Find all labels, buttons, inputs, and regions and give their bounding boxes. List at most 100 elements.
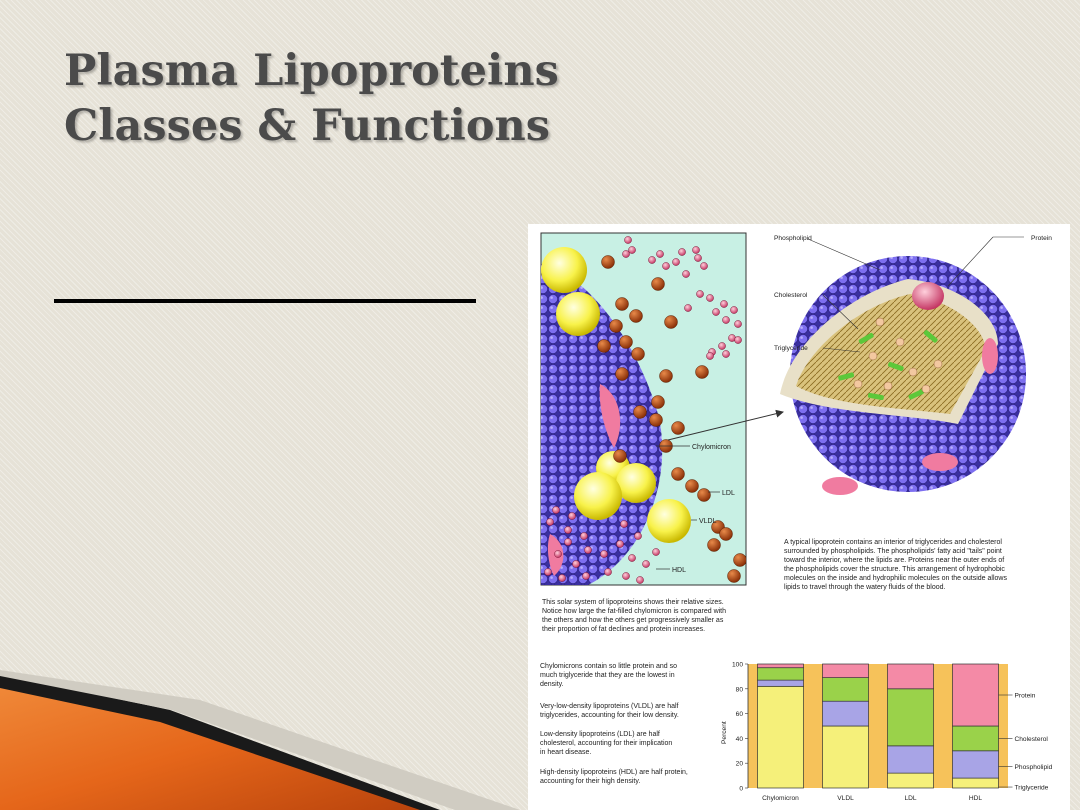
note-chylomicron: density. xyxy=(540,681,564,688)
hdl-particle xyxy=(584,546,592,554)
ldl-particle xyxy=(664,315,678,329)
structure-caption-line: the phospholipids cover the structure. T… xyxy=(784,566,1005,573)
ldl-particle xyxy=(671,467,685,481)
hdl-particle xyxy=(722,316,730,324)
note-ldl: cholesterol, accounting for their implic… xyxy=(540,740,672,747)
hdl-particle xyxy=(624,236,632,244)
hdl-particle xyxy=(628,246,636,254)
hdl-particle xyxy=(564,538,572,546)
solar-caption-line: Notice how large the fat-filled chylomic… xyxy=(542,608,726,615)
ldl-particle xyxy=(671,421,685,435)
label-chylomicron: Chylomicron xyxy=(692,444,731,451)
label-hdl: HDL xyxy=(672,567,686,574)
ldl-particle xyxy=(649,413,663,427)
hdl-particle xyxy=(582,572,590,580)
y-tick-label: 0 xyxy=(739,786,743,793)
hdl-particle xyxy=(648,256,656,264)
structure-caption-line: toward the interior, where the lipids ar… xyxy=(784,557,1004,564)
note-chylomicron: much triglyceride that they are the lowe… xyxy=(540,672,675,679)
hdl-particle xyxy=(672,258,680,266)
swoosh-grey-band xyxy=(0,670,520,810)
hdl-particle xyxy=(720,300,728,308)
y-tick-label: 80 xyxy=(736,686,744,693)
bar-segment-protein xyxy=(757,663,804,669)
hdl-particle xyxy=(734,320,742,328)
swoosh-orange-band xyxy=(0,680,430,810)
legend-label: Protein xyxy=(1015,693,1036,700)
label-ldl: LDL xyxy=(722,490,735,497)
ldl-particle xyxy=(733,553,746,567)
triglyceride-droplet xyxy=(556,292,600,336)
hdl-particle xyxy=(568,512,576,520)
bar-segment-triglyceride xyxy=(887,772,934,789)
hdl-particle xyxy=(558,574,566,582)
y-tick-label: 40 xyxy=(736,736,744,743)
ldl-particle xyxy=(695,365,709,379)
note-hdl: accounting for their high density. xyxy=(540,778,640,785)
ldl-particle xyxy=(719,527,733,541)
title-underline xyxy=(54,299,476,303)
structure-caption-line: lipids to travel through the watery flui… xyxy=(784,584,946,591)
note-hdl: High-density lipoproteins (HDL) are half… xyxy=(540,769,688,776)
swoosh-dark-band xyxy=(0,674,440,810)
ldl-particle xyxy=(601,255,615,269)
hdl-particle xyxy=(718,342,726,350)
lipoprotein-figure: Chylomicron LDL VLDL HDL This solar syst… xyxy=(528,224,1070,810)
ldl-particle xyxy=(651,395,665,409)
y-tick-label: 60 xyxy=(736,711,744,718)
bar-segment-cholesterol xyxy=(952,725,999,752)
ldl-particle xyxy=(727,569,741,583)
ldl-particle xyxy=(615,367,629,381)
chylomicron-particle xyxy=(541,264,663,585)
label-phospholipid: Phospholipid xyxy=(774,235,812,242)
solar-system-panel: Chylomicron LDL VLDL HDL xyxy=(540,232,747,586)
title-line-2: Classes & Functions xyxy=(64,101,550,151)
hdl-particle xyxy=(694,254,702,262)
hdl-particle xyxy=(662,262,670,270)
hdl-particle xyxy=(730,306,738,314)
bar-segment-triglyceride xyxy=(757,685,804,789)
hdl-particle xyxy=(552,506,560,514)
label-triglyceride: Triglyceride xyxy=(774,345,808,352)
hdl-particle xyxy=(564,526,572,534)
hdl-particle xyxy=(678,248,686,256)
ldl-particle xyxy=(615,297,629,311)
bar-segment-protein xyxy=(822,663,869,678)
hdl-particle xyxy=(580,532,588,540)
structure-caption-line: surrounded by phospholipids. The phospho… xyxy=(784,548,1002,555)
hdl-particle xyxy=(734,336,742,344)
bar-segment-cholesterol xyxy=(887,688,934,747)
hdl-particle xyxy=(600,550,608,558)
hdl-particle xyxy=(620,520,628,528)
hdl-particle xyxy=(622,250,630,258)
hdl-particle xyxy=(700,262,708,270)
hdl-particle xyxy=(622,572,630,580)
x-tick-label: HDL xyxy=(969,795,983,802)
hdl-particle xyxy=(652,548,660,556)
legend-label: Phospholipid xyxy=(1015,764,1053,771)
bar-segment-protein xyxy=(952,663,999,727)
surface-protein xyxy=(822,477,858,495)
chart-y-label: Percent xyxy=(721,721,728,744)
ldl-particle xyxy=(651,277,665,291)
hdl-particle xyxy=(604,568,612,576)
hdl-particle xyxy=(684,304,692,312)
lipoprotein-cutaway-core xyxy=(796,294,986,414)
ldl-particle xyxy=(609,319,623,333)
ldl-particle xyxy=(685,479,699,493)
ldl-particle xyxy=(613,449,627,463)
bar-segment-triglyceride xyxy=(952,777,999,789)
bar-segment-phospholipid xyxy=(887,745,934,774)
chylomicron-protein-patch xyxy=(599,384,621,448)
note-vldl: Very-low-density lipoproteins (VLDL) are… xyxy=(540,703,679,710)
hdl-particle xyxy=(656,250,664,258)
note-vldl: triglycerides, accounting for their low … xyxy=(540,712,679,719)
title-line-1: Plasma Lipoproteins xyxy=(64,46,559,96)
ldl-particle xyxy=(697,488,711,502)
chart-legend: ProteinCholesterolPhospholipidTriglyceri… xyxy=(998,693,1053,792)
bar-segment-triglyceride xyxy=(822,725,869,789)
hdl-particle xyxy=(706,294,714,302)
ldl-particle xyxy=(707,538,721,552)
